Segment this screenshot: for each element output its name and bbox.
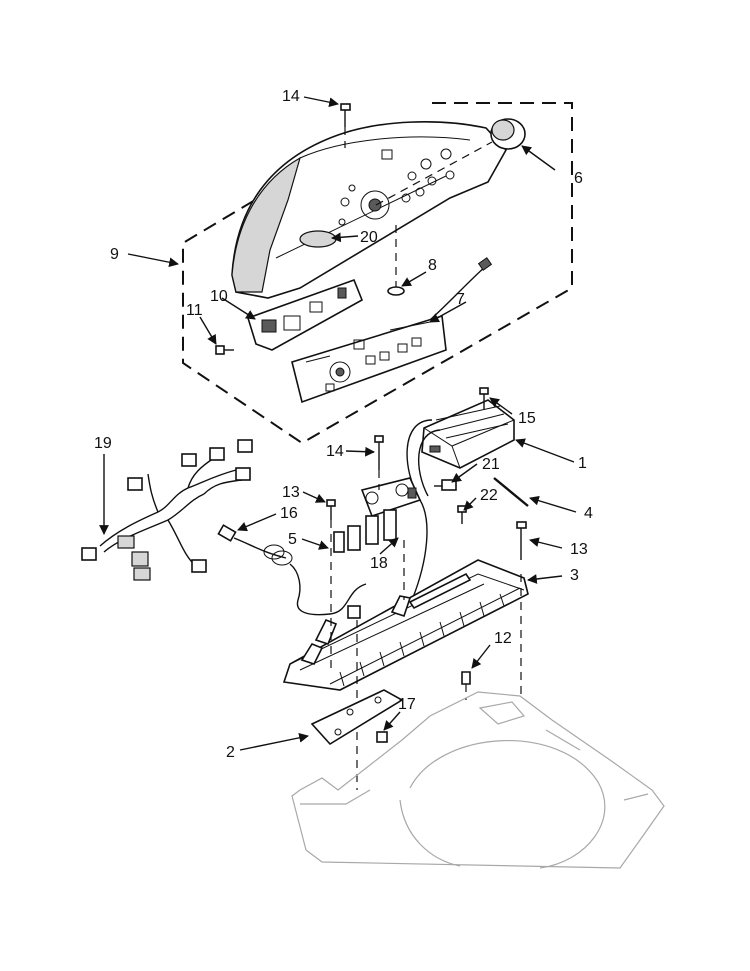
- callout-1: 1: [578, 455, 587, 472]
- callout-13-left: 13: [282, 484, 300, 501]
- screw-15: [479, 387, 489, 410]
- callout-14-mid: 14: [326, 443, 344, 460]
- connector-21: [434, 479, 457, 491]
- mounting-bracket: [247, 278, 364, 351]
- console-housing: [231, 121, 507, 299]
- callout-19: 19: [94, 435, 112, 452]
- callout-2: 2: [226, 744, 235, 761]
- water-valve: [333, 477, 422, 553]
- callout-14-top: 14: [282, 88, 300, 105]
- leader-lines: [99, 96, 577, 751]
- callout-22: 22: [480, 487, 498, 504]
- clip-12: [461, 671, 471, 685]
- control-board: [291, 314, 447, 404]
- console-assembly-outline: [182, 102, 573, 445]
- callout-3: 3: [570, 567, 579, 584]
- callout-9: 9: [110, 246, 119, 263]
- callout-labels: 14 6 9 20 8 10 11 7 15 1 14 21 13 22 4 1…: [94, 88, 593, 761]
- fill-hose: [217, 524, 367, 616]
- wire-harness: [81, 439, 253, 581]
- screw-13-right: [516, 521, 527, 560]
- callout-7: 7: [456, 291, 465, 308]
- callout-6: 6: [574, 170, 583, 187]
- callout-21: 21: [482, 456, 500, 473]
- clip-17: [376, 731, 388, 743]
- rod-part: [493, 477, 529, 507]
- callout-5: 5: [288, 531, 297, 548]
- callout-20: 20: [360, 229, 378, 246]
- callout-13-right: 13: [570, 541, 588, 558]
- callout-17: 17: [398, 696, 416, 713]
- console-base: [282, 559, 529, 691]
- callout-12: 12: [494, 630, 512, 647]
- bottom-bracket: [310, 689, 404, 746]
- callout-11: 11: [186, 302, 203, 319]
- cabinet-top: [291, 691, 665, 869]
- screw-13-left: [326, 499, 336, 520]
- callout-15: 15: [518, 410, 536, 427]
- callout-8: 8: [428, 257, 437, 274]
- screw-14-mid: [374, 435, 384, 470]
- pump-module: [421, 399, 515, 469]
- screw-top: [340, 103, 351, 127]
- callout-16: 16: [280, 505, 298, 522]
- screw-11: [215, 345, 234, 355]
- callout-10: 10: [210, 288, 228, 305]
- callout-18: 18: [370, 555, 388, 572]
- callout-4: 4: [584, 505, 593, 522]
- disc-part: [387, 286, 405, 296]
- knob-part: [490, 118, 526, 150]
